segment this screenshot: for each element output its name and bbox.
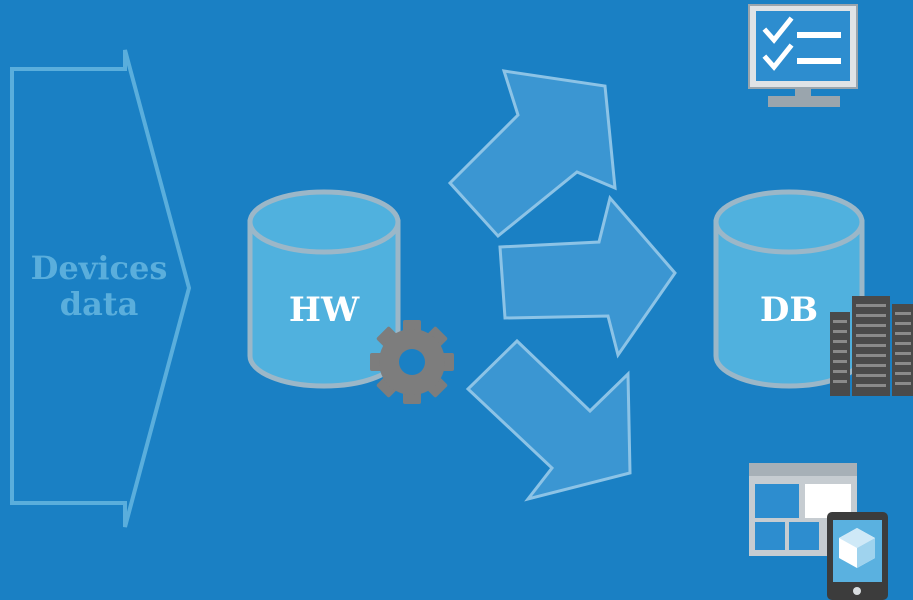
- monitor-checklist-icon: [748, 4, 858, 107]
- arrow-middle: [498, 194, 677, 359]
- devices-label-line2: data: [59, 285, 139, 323]
- dashboard-tablet-icon: [749, 463, 888, 600]
- hw-database-icon: [247, 189, 401, 389]
- arrow-upper: [447, 69, 617, 239]
- devices-data-label: Devices data: [15, 250, 183, 322]
- arrow-lower: [465, 338, 632, 502]
- server-rack-icon: [830, 296, 913, 396]
- devices-label-line1: Devices: [30, 249, 168, 287]
- db-label: DB: [759, 290, 819, 330]
- devices-data-block: [10, 49, 192, 528]
- db-database-icon: [713, 189, 865, 389]
- gear-icon: [370, 320, 454, 404]
- hw-label: HW: [288, 290, 360, 330]
